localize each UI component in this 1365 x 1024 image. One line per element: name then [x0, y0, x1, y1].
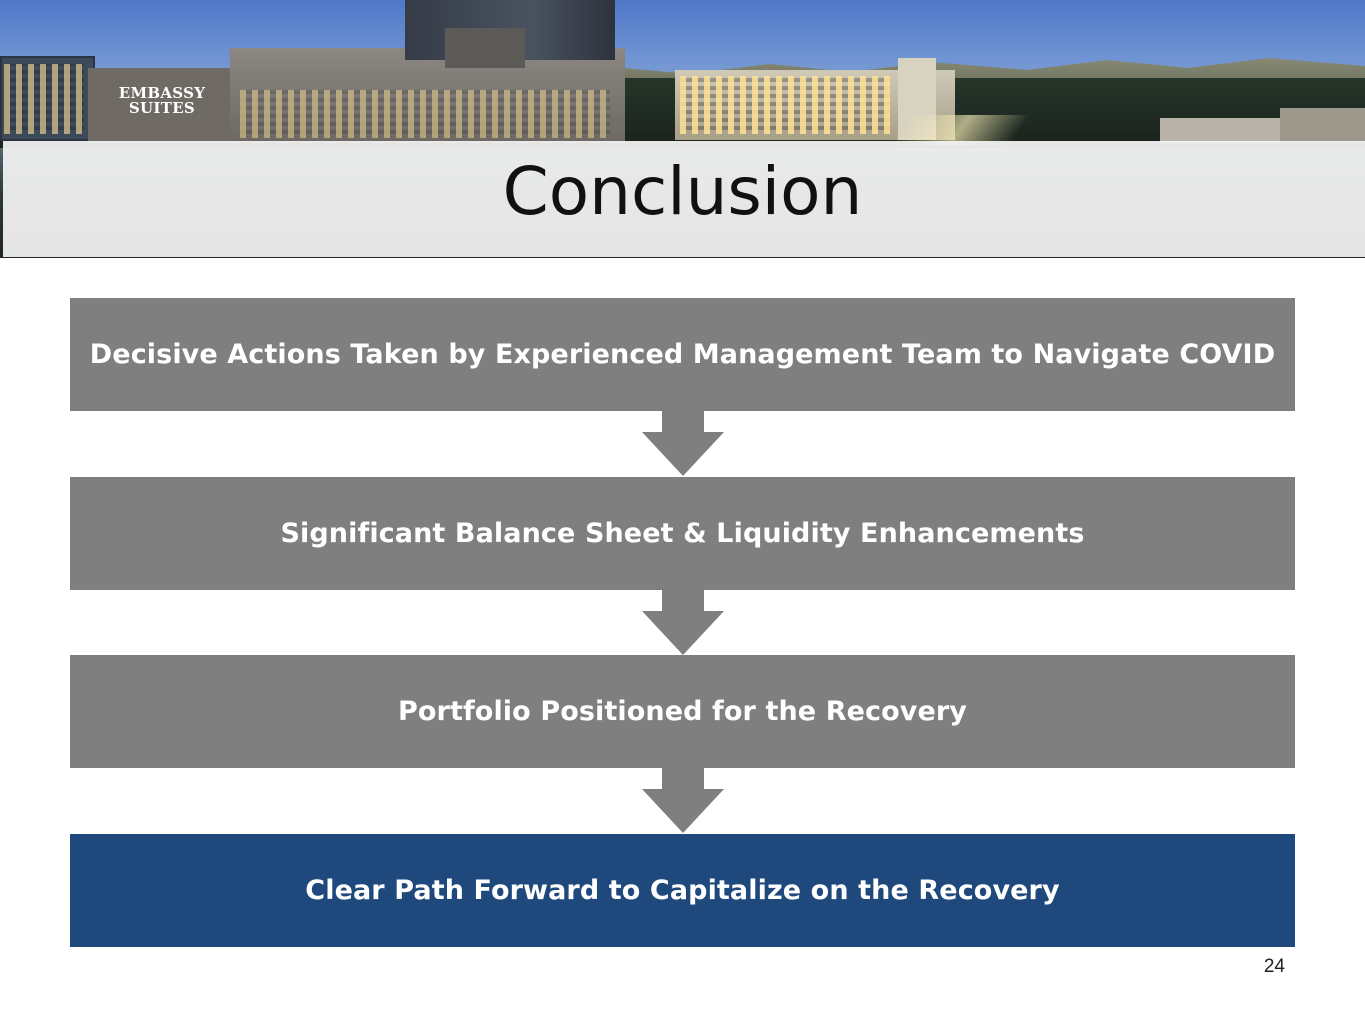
- flow-step-2: Significant Balance Sheet & Liquidity En…: [70, 477, 1295, 590]
- logo-line-2: SUITES: [128, 99, 196, 117]
- banner-lit-windows: [4, 64, 84, 134]
- banner-building-far-right: [1280, 108, 1365, 143]
- page-number: 24: [1263, 956, 1285, 977]
- title-band: [3, 141, 1365, 257]
- banner-lit-windows: [240, 90, 610, 138]
- banner-building-tower-cap: [445, 28, 525, 68]
- down-arrow-icon: [642, 767, 724, 833]
- flow-step-final: Clear Path Forward to Capitalize on the …: [70, 834, 1295, 947]
- banner-building-main: [230, 48, 625, 143]
- embassy-suites-logo: EMBASSY SUITES: [112, 86, 212, 116]
- logo-line-1: EMBASSY: [118, 84, 206, 102]
- page-title: Conclusion: [502, 153, 863, 230]
- banner-lit-windows: [680, 76, 890, 134]
- down-arrow-icon: [642, 589, 724, 655]
- flow-step-1: Decisive Actions Taken by Experienced Ma…: [70, 298, 1295, 411]
- header-photo-banner: EMBASSY SUITES: [0, 0, 1365, 258]
- banner-building-embassy: [88, 68, 238, 143]
- flow-step-3: Portfolio Positioned for the Recovery: [70, 655, 1295, 768]
- down-arrow-icon: [642, 410, 724, 476]
- banner-building-right: [1160, 118, 1280, 143]
